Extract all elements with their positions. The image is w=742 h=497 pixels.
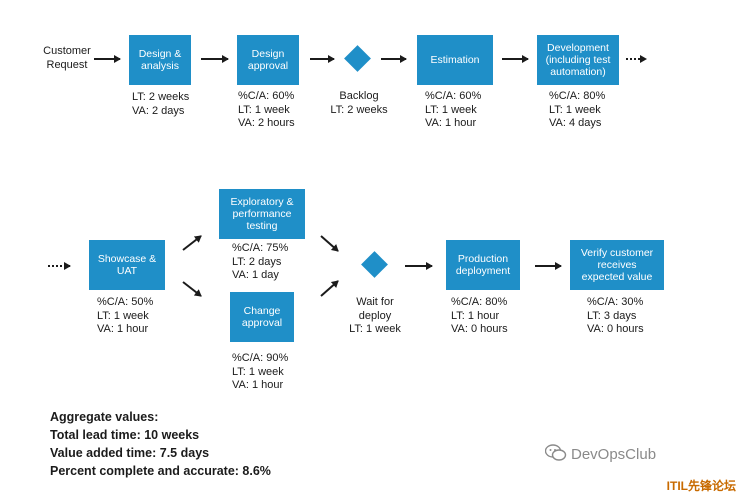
aggregate-values: Aggregate values: Total lead time: 10 we… <box>50 408 271 480</box>
arrow-change-to-wait <box>320 280 339 297</box>
verify-metrics: %C/A: 30% LT: 3 days VA: 0 hours <box>587 296 644 335</box>
aggregate-pca: Percent complete and accurate: 8.6% <box>50 464 271 478</box>
development-metrics: %C/A: 80% LT: 1 week VA: 4 days <box>549 90 606 129</box>
customer-request-label: Customer Request <box>43 45 91 71</box>
development-box: Development (including test automation) <box>537 35 619 85</box>
production-metrics: %C/A: 80% LT: 1 hour VA: 0 hours <box>451 296 508 335</box>
exploratory-metrics: %C/A: 75% LT: 2 days VA: 1 day <box>232 242 289 281</box>
arrow-showcase-to-change <box>182 281 202 297</box>
estimation-metrics: %C/A: 60% LT: 1 week VA: 1 hour <box>425 90 482 129</box>
aggregate-lead-time: Total lead time: 10 weeks <box>50 428 200 442</box>
verify-box: Verify customer receives expected value <box>570 240 664 290</box>
arrow-exploratory-to-wait <box>320 235 339 252</box>
production-box: Production deployment <box>446 240 520 290</box>
watermark-text: DevOpsClub <box>571 446 657 463</box>
estimation-box: Estimation <box>417 35 493 85</box>
design-approval-box: Design approval <box>237 35 299 85</box>
design-analysis-metrics: LT: 2 weeks VA: 2 days <box>132 91 190 117</box>
arrow-showcase-to-exploratory <box>182 235 202 251</box>
design-approval-metrics: %C/A: 60% LT: 1 week VA: 2 hours <box>238 90 295 129</box>
wait-deploy-label: Wait for deploy LT: 1 week <box>349 296 401 335</box>
design-analysis-box: Design & analysis <box>129 35 191 85</box>
wechat-icon <box>544 444 567 461</box>
exploratory-box: Exploratory & performance testing <box>219 189 305 239</box>
showcase-box: Showcase & UAT <box>89 240 165 290</box>
aggregate-value-added: Value added time: 7.5 days <box>50 446 210 460</box>
watermark: DevOpsClub <box>544 444 657 463</box>
showcase-metrics: %C/A: 50% LT: 1 week VA: 1 hour <box>97 296 154 335</box>
change-approval-box: Change approval <box>230 292 294 342</box>
aggregate-title: Aggregate values: <box>50 410 159 424</box>
change-approval-metrics: %C/A: 90% LT: 1 week VA: 1 hour <box>232 352 289 391</box>
backlog-label: Backlog LT: 2 weeks <box>330 90 388 116</box>
corner-watermark: ITIL先锋论坛 <box>666 479 736 493</box>
